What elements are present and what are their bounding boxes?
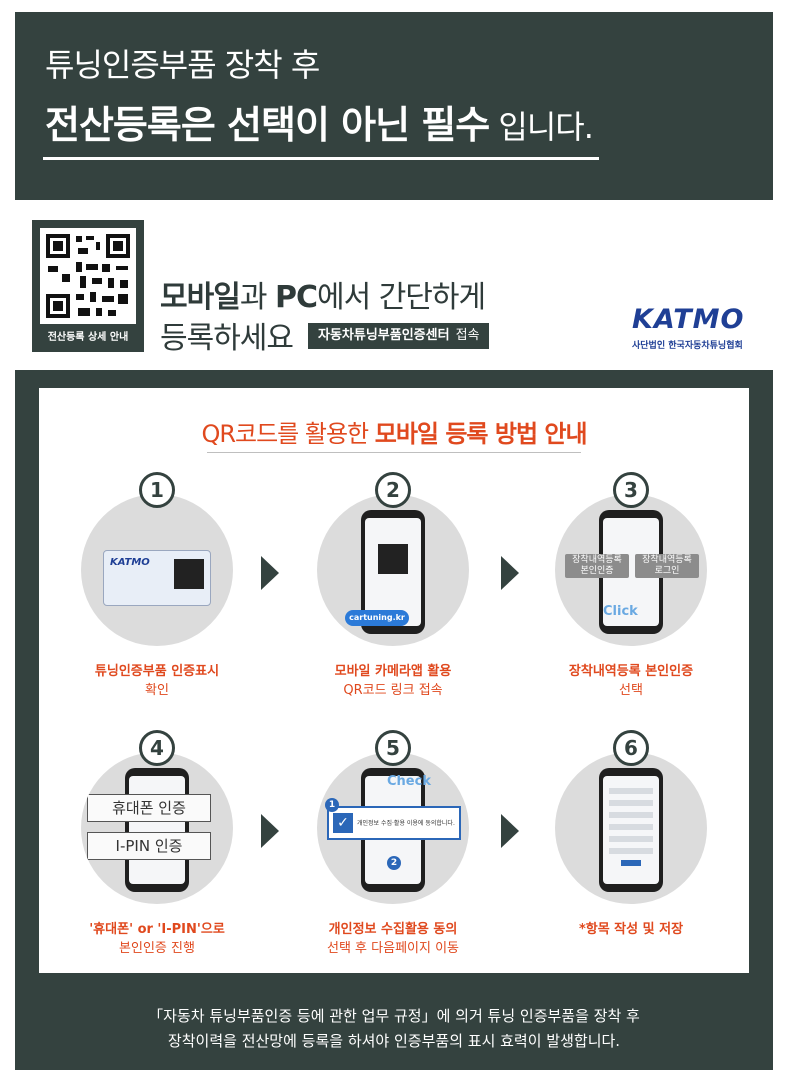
guide-card: QR코드를 활용한 모바일 등록 방법 안내 KATMO 1 튜닝인증부품 인증… [39, 388, 749, 973]
screen-qr-icon [378, 544, 408, 574]
register-headline: 등록하세요 [160, 321, 294, 356]
step-6: 6 *항목 작성 및 저장 [541, 724, 721, 974]
step-6-illustration [555, 752, 707, 904]
step-1: KATMO 1 튜닝인증부품 인증표시 확인 [67, 466, 247, 716]
banner-subtitle: 튜닝인증부품 장착 후 [45, 46, 320, 84]
phone-screen [365, 518, 421, 626]
step-caption-sub: 선택 [619, 683, 643, 698]
guide-section: QR코드를 활용한 모바일 등록 방법 안내 KATMO 1 튜닝인증부품 인증… [15, 370, 773, 1070]
certification-label-card: KATMO [103, 550, 211, 606]
center-access-label: 접속 [455, 328, 480, 343]
label-qr-icon [174, 559, 204, 589]
katmo-logo-word: KATMO [632, 304, 745, 335]
install-verify-button[interactable]: 장착내역등록 본인인증 [565, 554, 629, 578]
form-field [609, 800, 653, 806]
banner-headline-bold: 전산등록은 선택이 아닌 필수 [45, 103, 490, 147]
phone-icon [599, 768, 663, 892]
label-katmo-logo: KATMO [110, 557, 150, 568]
headline-pc: PC [274, 280, 318, 315]
banner-underline [43, 157, 599, 160]
form-field [609, 836, 653, 842]
next-arrow-icon [261, 556, 279, 590]
next-arrow-icon [501, 814, 519, 848]
banner-headline: 전산등록은 선택이 아닌 필수 입니다. [45, 94, 594, 149]
step-number: 5 [375, 730, 411, 766]
center-access-tag: 자동차튜닝부품인증센터 접속 [308, 323, 490, 349]
footer-notice-line2: 장착이력을 전산망에 등록을 하셔야 인증부품의 표시 효력이 발생합니다. [167, 1032, 621, 1050]
guide-title-bold: 모바일 등록 방법 안내 [374, 420, 588, 448]
step-number: 1 [139, 472, 175, 508]
step-caption-main: 튜닝인증부품 인증표시 [94, 664, 220, 679]
headline-mobile: 모바일 [160, 280, 241, 315]
phone-verify-button[interactable]: 휴대폰 인증 [87, 794, 211, 822]
step-5-illustration: Check ✓ 개인정보 수집·활용 이용에 동의합니다. 1 2 [317, 752, 469, 904]
next-arrow-icon [261, 814, 279, 848]
ipin-verify-button[interactable]: I-PIN 인증 [87, 832, 211, 860]
step-caption-sub: 선택 후 다음페이지 이동 [327, 941, 459, 956]
click-label: Click [603, 604, 638, 619]
step-caption-sub: 본인인증 진행 [119, 941, 195, 956]
form-field [609, 824, 653, 830]
guide-title-normal: QR코드를 활용한 [201, 420, 375, 448]
banner-headline-rest: 입니다. [489, 108, 593, 146]
step-caption-main: *항목 작성 및 저장 [578, 922, 684, 937]
phone-screen [603, 776, 659, 884]
form-field [609, 812, 653, 818]
consent-checkbox[interactable]: ✓ 개인정보 수집·활용 이용에 동의합니다. [327, 806, 461, 840]
step-number: 6 [613, 730, 649, 766]
check-label: Check [387, 774, 431, 789]
form-field [609, 788, 653, 794]
next-arrow-icon [501, 556, 519, 590]
checkmark-icon: ✓ [333, 813, 353, 833]
step-4-illustration: 휴대폰 인증 I-PIN 인증 [81, 752, 233, 904]
step-caption-main: '휴대폰' or 'I-PIN'으로 [89, 922, 225, 937]
center-name: 자동차튜닝부품인증센터 [318, 328, 450, 343]
katmo-logo: KATMO 사단법인 한국자동차튜닝협회 [632, 300, 762, 354]
form-field [609, 848, 653, 854]
qr-box[interactable]: 전산등록 상세 안내 [32, 220, 144, 352]
badge-step-2: 2 [387, 856, 401, 870]
headline-connector: 과 [239, 280, 275, 315]
guide-title: QR코드를 활용한 모바일 등록 방법 안내 [39, 414, 749, 449]
step-caption-main: 장착내역등록 본인인증 [568, 664, 694, 679]
mobile-pc-headline: 모바일과 PC에서 간단하게 [160, 272, 486, 316]
install-login-button[interactable]: 장착내역등록 로그인 [635, 554, 699, 578]
top-banner: 튜닝인증부품 장착 후 전산등록은 선택이 아닌 필수 입니다. [15, 12, 773, 200]
step-3-illustration: 장착내역등록 본인인증 장착내역등록 로그인 Click [555, 494, 707, 646]
consent-text: 개인정보 수집·활용 이용에 동의합니다. [357, 820, 455, 827]
headline-easy: 에서 간단하게 [316, 280, 486, 315]
qr-code-icon[interactable] [40, 228, 136, 324]
save-button[interactable] [621, 860, 641, 866]
step-2-illustration: cartuning.kr [317, 494, 469, 646]
step-2: cartuning.kr 2 모바일 카메라앱 활용 QR코드 링크 접속 [303, 466, 483, 716]
footer-notice-line1: 「자동차 튜닝부품인증 등에 관한 업무 규정」에 의거 튜닝 인증부품을 장착… [148, 1007, 640, 1025]
phone-icon [125, 768, 189, 892]
phone-screen [129, 776, 185, 884]
cartuning-link[interactable]: cartuning.kr [345, 610, 409, 626]
step-caption-main: 개인정보 수집활용 동의 [328, 922, 458, 937]
step-number: 2 [375, 472, 411, 508]
step-caption-sub: 확인 [145, 683, 169, 698]
step-4: 휴대폰 인증 I-PIN 인증 4 '휴대폰' or 'I-PIN'으로 본인인… [67, 724, 247, 974]
step-caption-main: 모바일 카메라앱 활용 [334, 664, 452, 679]
step-1-illustration: KATMO [81, 494, 233, 646]
step-number: 4 [139, 730, 175, 766]
step-number: 3 [613, 472, 649, 508]
step-3: 장착내역등록 본인인증 장착내역등록 로그인 Click 3 장착내역등록 본인… [541, 466, 721, 716]
guide-title-divider [207, 452, 581, 453]
katmo-logo-subtitle: 사단법인 한국자동차튜닝협회 [632, 341, 743, 351]
step-caption-sub: QR코드 링크 접속 [343, 683, 443, 698]
qr-caption: 전산등록 상세 안내 [47, 332, 129, 343]
badge-step-1: 1 [325, 798, 339, 812]
step-5: Check ✓ 개인정보 수집·활용 이용에 동의합니다. 1 2 5 개인정보… [303, 724, 483, 974]
